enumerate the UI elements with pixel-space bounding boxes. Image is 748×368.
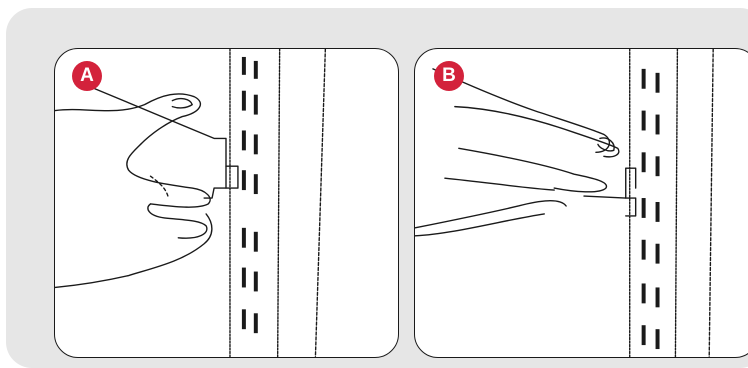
step-b-illustration bbox=[415, 49, 748, 357]
bracket bbox=[584, 168, 636, 198]
hand-middle bbox=[459, 148, 607, 192]
hand-index bbox=[127, 144, 210, 207]
hand-index bbox=[455, 107, 619, 157]
bracket-hook bbox=[626, 198, 636, 216]
hand-thumbnail bbox=[172, 99, 192, 108]
upright-right-edge bbox=[278, 49, 280, 357]
wall-edge-line bbox=[315, 49, 325, 357]
hand-finger-two bbox=[148, 204, 207, 238]
hand-palm bbox=[55, 214, 212, 288]
wall-edge-line bbox=[709, 49, 713, 357]
hand-crease bbox=[150, 176, 168, 198]
step-a-panel bbox=[54, 48, 399, 358]
upright-slots bbox=[242, 57, 258, 333]
upright-right-edge bbox=[675, 49, 677, 357]
hand-thumb bbox=[55, 94, 200, 144]
bracket bbox=[95, 89, 226, 198]
upright-slots bbox=[642, 69, 660, 349]
step-a-badge: A bbox=[72, 61, 102, 91]
step-a-illustration bbox=[55, 49, 398, 357]
hand-lower bbox=[415, 214, 544, 236]
step-b-badge: B bbox=[434, 61, 464, 91]
bracket-hook bbox=[226, 166, 238, 188]
step-b-panel bbox=[414, 48, 748, 358]
hand-ring bbox=[445, 178, 554, 190]
instruction-figure: A bbox=[0, 0, 748, 343]
